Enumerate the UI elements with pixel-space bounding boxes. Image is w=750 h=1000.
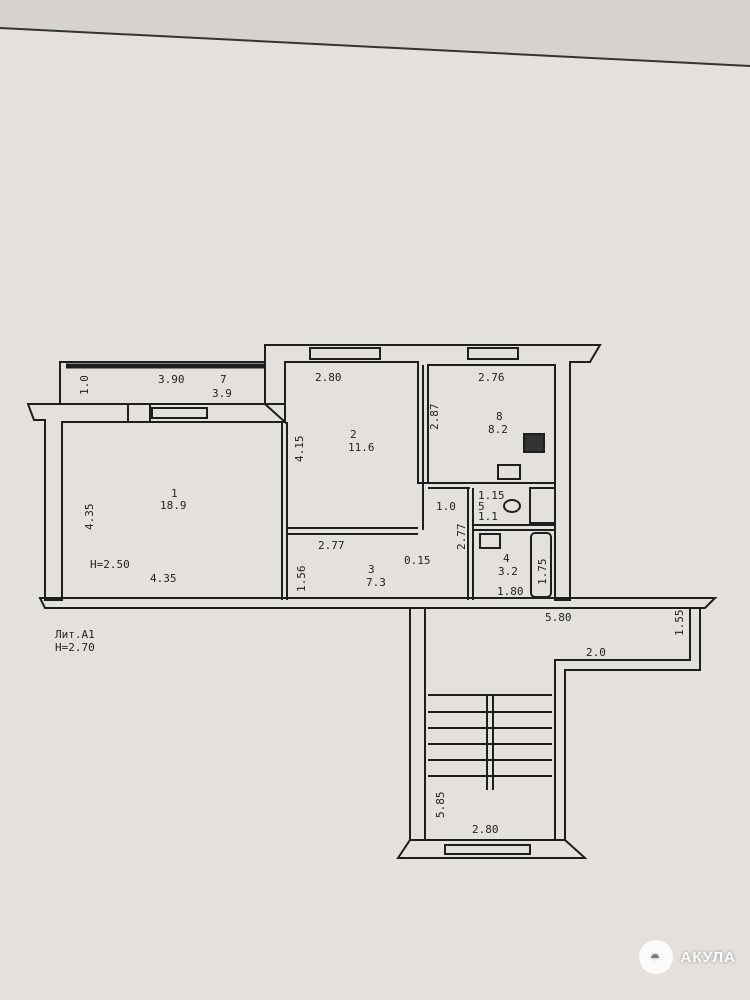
room2-area: 11.6 [348, 441, 375, 454]
stove [523, 433, 545, 453]
room3-number: 3 [368, 563, 375, 576]
room4-area: 3.2 [498, 565, 518, 578]
room2-width: 2.80 [315, 371, 342, 384]
hall-length: 2.77 [455, 524, 468, 551]
stair-steps [428, 694, 552, 790]
paper-edge [0, 27, 750, 67]
apartment-label: Лит.А1 [55, 628, 95, 641]
room4-number: 4 [503, 552, 510, 565]
window [444, 844, 531, 855]
watermark-brand: АКУЛА [680, 948, 736, 966]
room3-length: 1.56 [295, 566, 308, 593]
hall-width: 1.0 [436, 500, 456, 513]
wc-width: 1.15 [478, 489, 505, 502]
stairs-length: 5.85 [434, 792, 447, 819]
apartment-height: H=2.70 [55, 641, 95, 654]
landing-depth: 1.55 [673, 610, 686, 637]
balcony-area: 3.9 [212, 387, 232, 400]
watermark-logo: ◓ АКУЛА [638, 940, 736, 974]
room2-number: 2 [350, 428, 357, 441]
window [151, 407, 208, 419]
room8-width: 2.76 [478, 371, 505, 384]
balcony-number: 7 [220, 373, 227, 386]
room3-width: 2.77 [318, 539, 345, 552]
window [467, 347, 519, 360]
washbasin [479, 533, 501, 549]
room3-area: 7.3 [366, 576, 386, 589]
shark-icon: ◓ [638, 940, 673, 974]
kitchen-sink [497, 464, 521, 480]
toilet [503, 499, 521, 513]
room3-extra: 0.15 [404, 554, 431, 567]
room4-width: 1.80 [497, 585, 524, 598]
room8-area: 8.2 [488, 423, 508, 436]
landing-width: 5.80 [545, 611, 572, 624]
walls [26, 344, 718, 859]
room1-height: H=2.50 [90, 558, 130, 571]
room4-length: 1.75 [536, 559, 549, 586]
room2-length: 4.15 [293, 436, 306, 463]
room1-length: 4.35 [83, 504, 96, 531]
balcony-depth: 1.0 [78, 375, 91, 395]
room1-number: 1 [171, 487, 178, 500]
balcony-width: 3.90 [158, 373, 185, 386]
paper-top-shadow [0, 0, 750, 66]
landing-step: 2.0 [586, 646, 606, 659]
room8-length: 2.87 [428, 404, 441, 431]
room1-width: 4.35 [150, 572, 177, 585]
wc-area: 1.1 [478, 510, 498, 523]
room1-area: 18.9 [160, 499, 187, 512]
wc-number: 5 [478, 500, 485, 513]
stairs-width: 2.80 [472, 823, 499, 836]
room8-number: 8 [496, 410, 503, 423]
window [309, 347, 381, 360]
tiles [529, 487, 556, 524]
